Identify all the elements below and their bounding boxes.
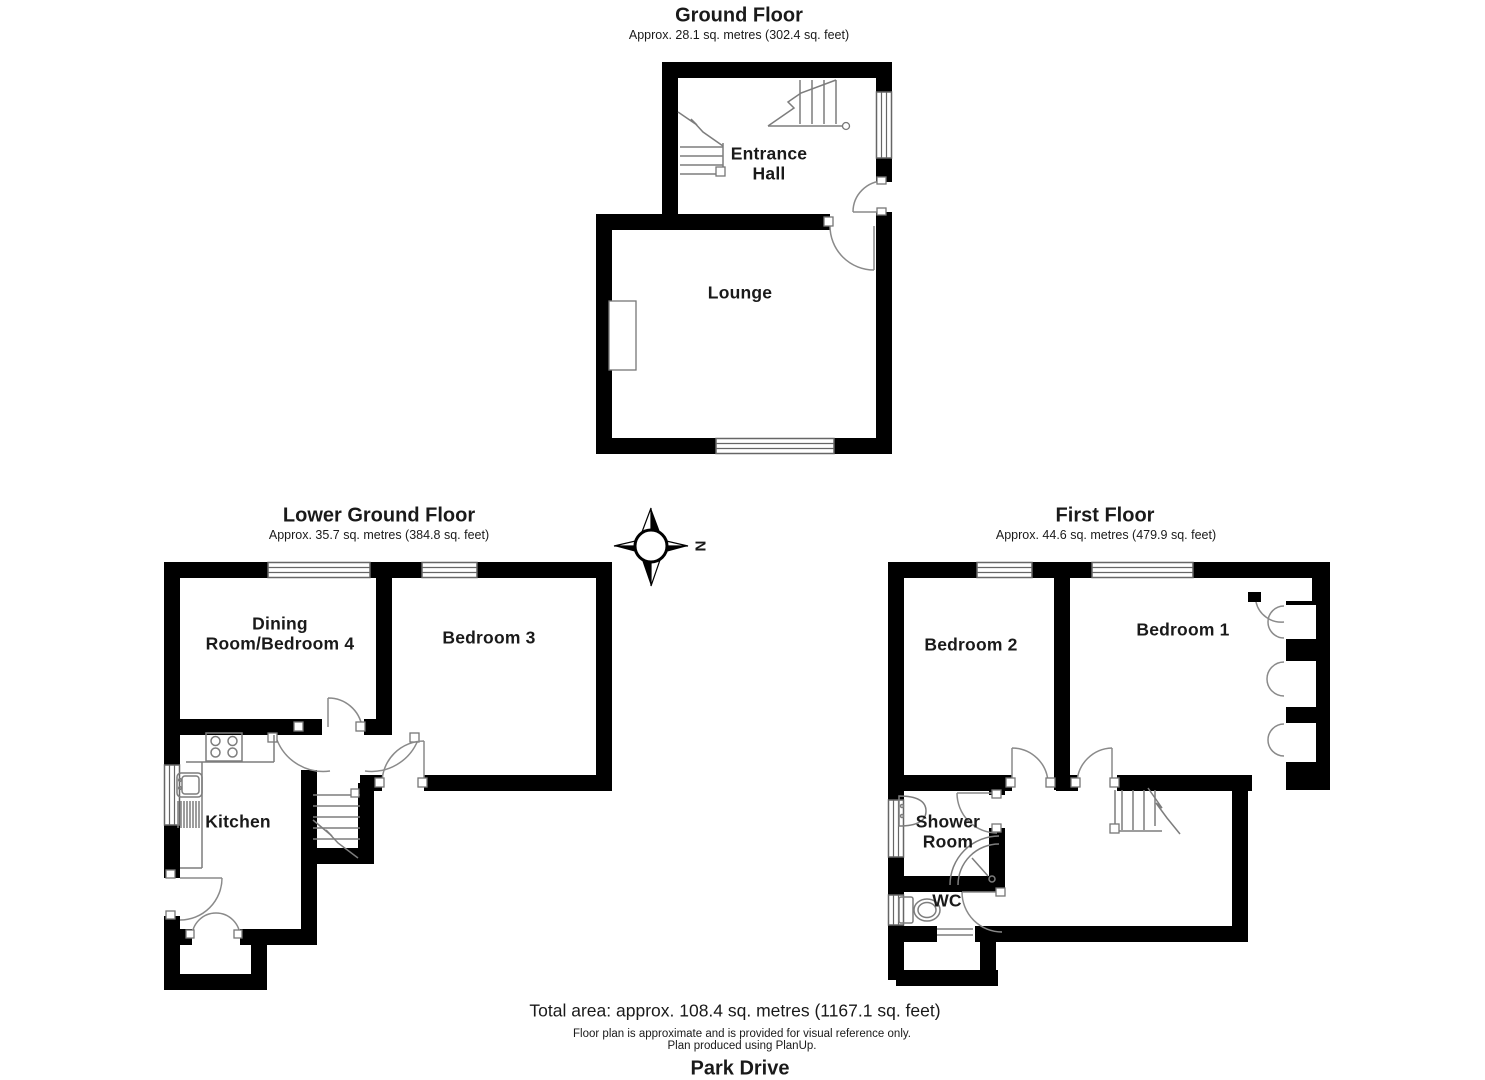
- bedroom3-door: [374, 740, 428, 788]
- wc-window: [887, 894, 905, 926]
- room-label-wc: WC: [932, 890, 962, 911]
- bedroom1-door: [1070, 747, 1120, 788]
- room-label-lounge: Lounge: [707, 282, 773, 303]
- entrance-hall-stairs-up: [767, 79, 851, 131]
- first-floor-walls: [888, 562, 1330, 986]
- lounge-window: [715, 437, 835, 455]
- ground-floor-plan: [596, 62, 893, 455]
- bedroom1-window: [1091, 561, 1194, 579]
- first-floor-area: Approx. 44.6 sq. metres (479.9 sq. feet): [995, 528, 1217, 542]
- lounge-chimney-breast: [608, 300, 637, 371]
- total-area-text: Total area: approx. 108.4 sq. metres (11…: [529, 1000, 941, 1021]
- address-title: Park Drive: [690, 1057, 790, 1080]
- entrance-hall-window: [875, 91, 893, 159]
- kitchen-hob: [205, 732, 243, 762]
- disclaimer-line1: Floor plan is approximate and is provide…: [573, 1028, 911, 1040]
- closet-doors: [1255, 601, 1285, 757]
- dining-room-window: [267, 561, 371, 579]
- lobby-double-doors: [267, 732, 420, 773]
- porch-threshold: [937, 928, 973, 936]
- room-label-kitchen: Kitchen: [205, 811, 271, 832]
- room-label-bedroom-2: Bedroom 2: [924, 634, 1018, 655]
- ground-floor-walls: [596, 62, 892, 454]
- room-label-bedroom-1: Bedroom 1: [1136, 619, 1230, 640]
- disclaimer-line2: Plan produced using PlanUp.: [667, 1040, 817, 1052]
- room-label-entrance-hall: Entrance Hall: [730, 143, 808, 183]
- kitchen-side-door: [165, 869, 223, 921]
- bedroom2-window: [976, 561, 1033, 579]
- lounge-door: [823, 216, 875, 271]
- compass-north-label: N: [691, 540, 709, 552]
- kitchen-french-doors: [185, 912, 243, 939]
- ground-floor-area: Approx. 28.1 sq. metres (302.4 sq. feet): [628, 28, 850, 42]
- room-label-shower-room: Shower Room: [915, 811, 981, 851]
- room-label-dining-room: Dining Room/Bedroom 4: [205, 613, 355, 653]
- shower-room-door: [956, 789, 1002, 834]
- compass-rose: [613, 507, 689, 587]
- lower-ground-title: Lower Ground Floor: [282, 504, 476, 527]
- shower-cubicle: [949, 835, 1000, 886]
- first-floor-stairs: [1109, 787, 1181, 835]
- kitchen-sink: [176, 772, 203, 828]
- wc-door: [961, 887, 1006, 933]
- lower-ground-floor-plan: [163, 561, 612, 990]
- kitchen-counter: [180, 735, 275, 869]
- kitchen-window: [163, 764, 181, 826]
- lower-ground-area: Approx. 35.7 sq. metres (384.8 sq. feet): [268, 528, 490, 542]
- entrance-hall-stairs-down: [677, 111, 726, 177]
- front-door: [852, 176, 887, 216]
- toilet: [898, 896, 941, 924]
- first-floor-title: First Floor: [1055, 504, 1155, 527]
- room-label-bedroom-3: Bedroom 3: [442, 627, 536, 648]
- bedroom3-window: [421, 561, 478, 579]
- first-floor-plan: [887, 561, 1330, 986]
- lower-ground-stairs: [312, 788, 360, 859]
- shower-basin: [898, 795, 927, 827]
- bedroom2-door: [1005, 747, 1056, 788]
- dining-room-door: [293, 697, 366, 732]
- ground-floor-title: Ground Floor: [675, 4, 803, 27]
- lower-ground-walls: [164, 562, 612, 990]
